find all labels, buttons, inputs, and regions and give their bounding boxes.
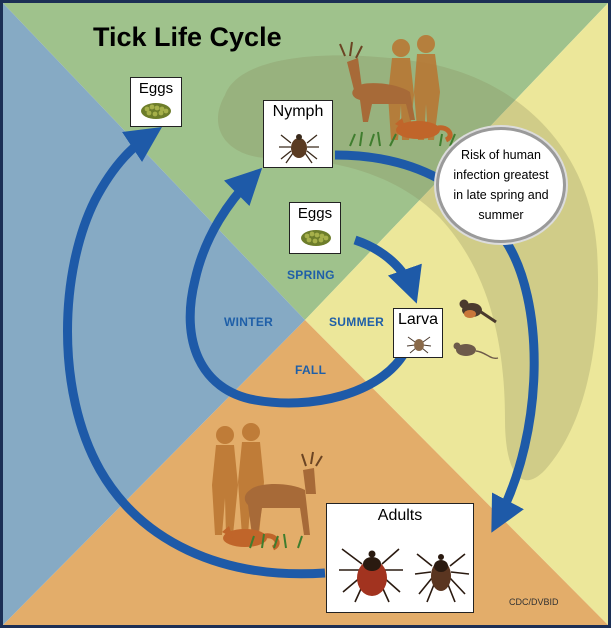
eggs-cluster-center-icon [290, 203, 342, 255]
season-label-fall: FALL [295, 363, 326, 377]
eggs-center-box: Eggs [289, 202, 341, 254]
adults-box: Adults [326, 503, 474, 613]
larva-tick-icon [394, 309, 444, 359]
season-label-spring: SPRING [287, 268, 335, 282]
risk-callout-text: Risk of human infection greatest in late… [449, 145, 553, 225]
eggs-top-box: Eggs [130, 77, 182, 127]
eggs-cluster-icon [131, 78, 183, 128]
adult-ticks-icon [327, 504, 475, 614]
credit-label: CDC/DVBID [509, 597, 559, 607]
larva-box: Larva [393, 308, 443, 358]
diagram-title: Tick Life Cycle [93, 22, 282, 53]
nymph-box: Nymph [263, 100, 333, 168]
nymph-tick-icon [264, 101, 334, 169]
season-label-summer: SUMMER [329, 315, 384, 329]
season-label-winter: WINTER [224, 315, 273, 329]
risk-callout: Risk of human infection greatest in late… [436, 127, 566, 243]
